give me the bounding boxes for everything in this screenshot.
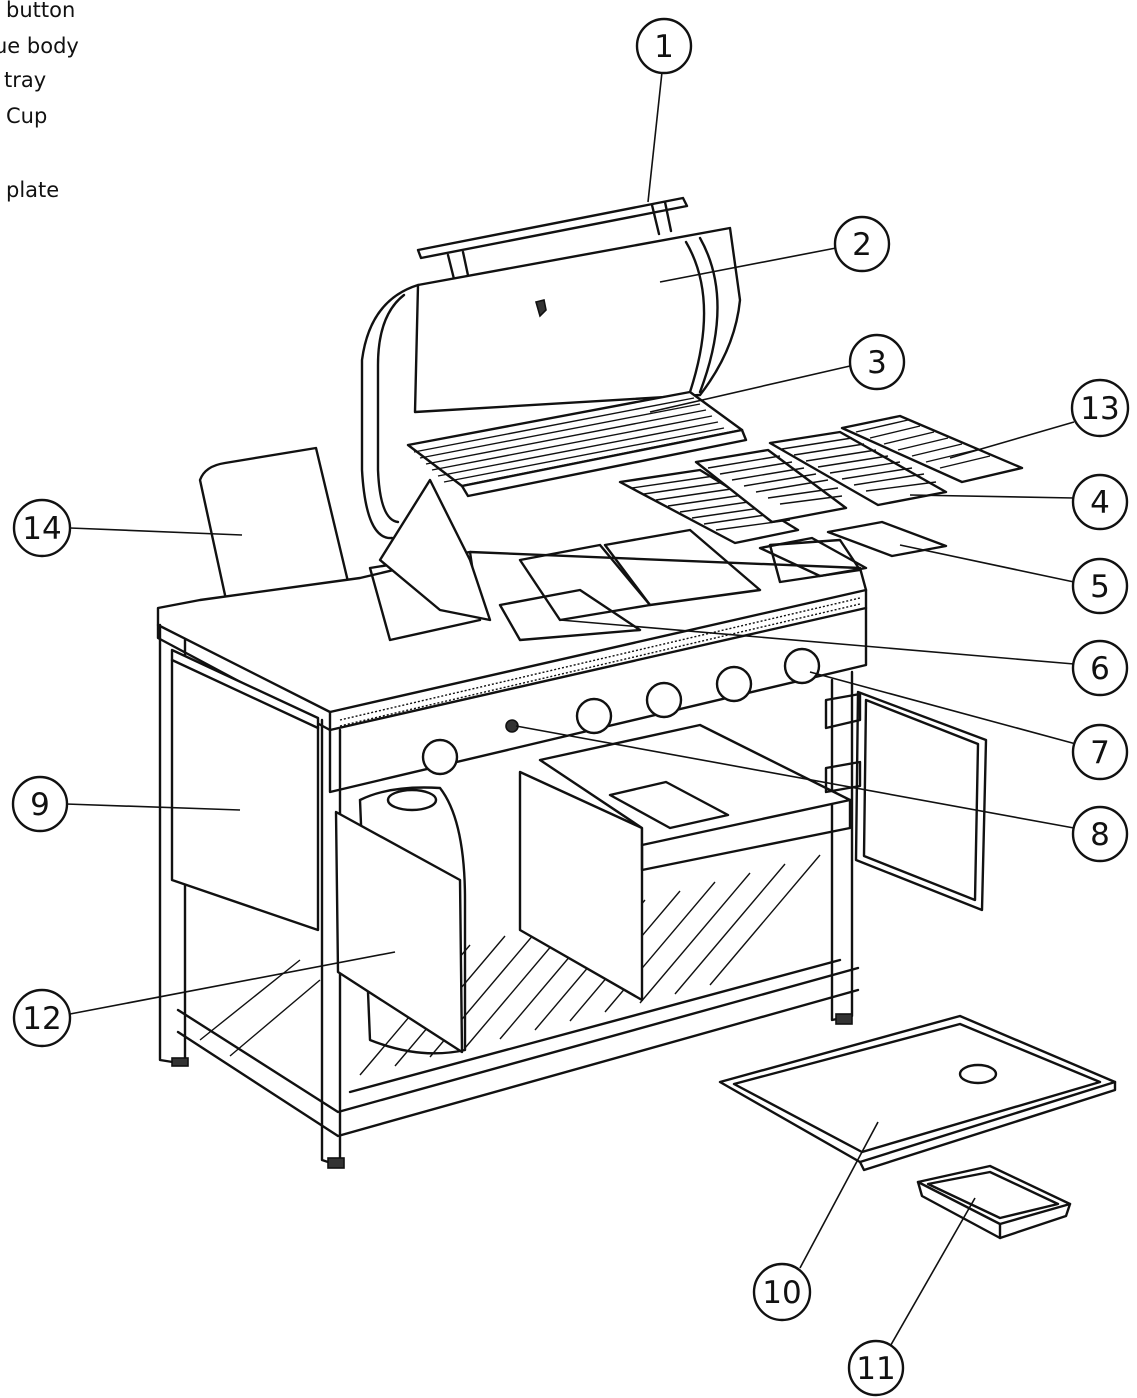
control-panel — [328, 606, 868, 794]
warming-rack — [406, 390, 748, 498]
gas-bottle — [358, 786, 467, 1055]
feet — [171, 1013, 853, 1169]
cabinet-center-panel — [518, 770, 644, 1002]
svg-text:5: 5 — [1090, 569, 1110, 605]
svg-text:9: 9 — [30, 787, 50, 823]
svg-text:7: 7 — [1090, 735, 1110, 771]
cooking-grids — [618, 414, 1024, 578]
svg-text:13: 13 — [1080, 391, 1119, 427]
callout-5: 5 — [1071, 557, 1129, 615]
callout-1: 1 — [635, 17, 693, 75]
cabinet-door-left — [334, 810, 464, 1054]
svg-text:12: 12 — [22, 1001, 61, 1037]
svg-text:6: 6 — [1090, 651, 1110, 687]
side-panel — [170, 648, 320, 932]
leader-lines — [65, 71, 1077, 1351]
drip-tray — [718, 1014, 1117, 1172]
legend-item-button: button — [6, 0, 76, 22]
callout-9: 9 — [11, 775, 69, 833]
callout-8: 8 — [1071, 805, 1129, 863]
callout-6: 6 — [1071, 639, 1129, 697]
svg-text:10: 10 — [762, 1275, 801, 1311]
grease-cup — [916, 1164, 1072, 1240]
callout-10: 10 — [752, 1262, 812, 1322]
callout-4: 4 — [1071, 473, 1129, 531]
svg-text:4: 4 — [1090, 485, 1110, 521]
callout-7: 7 — [1071, 723, 1129, 781]
svg-text:8: 8 — [1090, 817, 1110, 853]
legend-item-body: ue body — [0, 34, 79, 58]
inner-shelf — [538, 723, 852, 872]
callout-14: 14 — [12, 498, 72, 558]
svg-text:1: 1 — [654, 29, 674, 65]
bbq-illustration — [156, 196, 988, 1169]
legend-item-cup: Cup — [6, 104, 48, 128]
callout-13: 13 — [1070, 378, 1130, 438]
callout-11: 11 — [847, 1339, 905, 1397]
callout-12: 12 — [12, 988, 72, 1048]
cabinet-door-right — [824, 690, 988, 912]
svg-text:2: 2 — [852, 227, 872, 263]
lid — [360, 226, 742, 540]
callout-3: 3 — [848, 333, 906, 391]
svg-text:3: 3 — [867, 345, 887, 381]
svg-text:11: 11 — [856, 1351, 895, 1387]
callout-2: 2 — [833, 215, 891, 273]
legend-item-tray: tray — [4, 68, 47, 92]
legend-item-plate: plate — [6, 178, 60, 202]
svg-text:14: 14 — [22, 511, 61, 547]
front-vents — [339, 597, 861, 727]
